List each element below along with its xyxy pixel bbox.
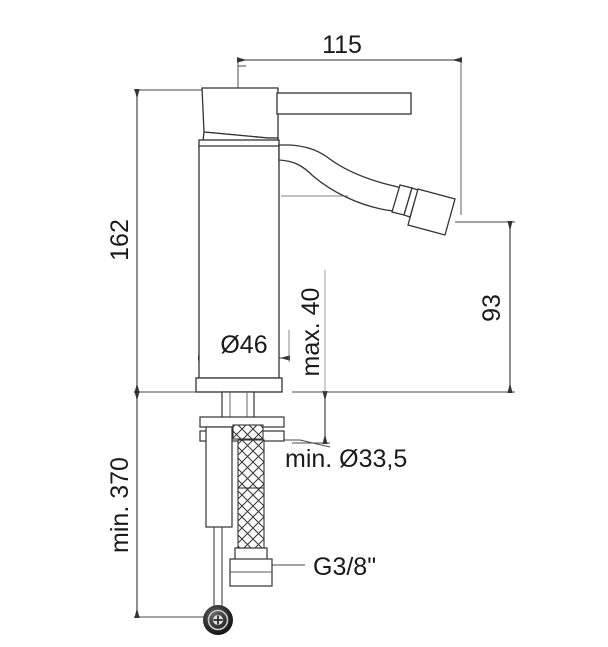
supply-tube-body xyxy=(205,426,233,528)
supply-hose-collar xyxy=(234,547,268,561)
dimension-label-min370: min. 370 xyxy=(106,457,134,553)
lever-arm xyxy=(276,92,412,115)
lock-nut xyxy=(232,424,264,440)
handle-pivot-tick xyxy=(237,65,246,86)
spout-aerator-outlet xyxy=(407,188,456,236)
lever-handle xyxy=(201,87,279,139)
dimension-label-min-diam335: min. Ø33,5 xyxy=(285,445,407,473)
dimension-label-diam46: Ø46 xyxy=(220,331,267,359)
base-escutcheon-plate xyxy=(195,377,283,393)
threaded-stud-upper xyxy=(237,439,265,495)
dimension-label-115: 115 xyxy=(322,31,362,59)
fixing-screw-head xyxy=(203,605,233,635)
supply-hose-line xyxy=(213,527,223,606)
dimension-label-162: 162 xyxy=(106,219,134,261)
threaded-stud-lower xyxy=(237,487,265,551)
dimension-label-max40: max. 40 xyxy=(297,288,325,377)
extension-lines xyxy=(134,57,515,618)
spout-aerator-ring xyxy=(391,184,419,218)
dimension-label-g38: G3/8" xyxy=(313,553,376,581)
supply-hose-connector xyxy=(229,558,273,587)
curved-spout xyxy=(278,144,410,213)
dimension-label-93: 93 xyxy=(478,294,506,322)
